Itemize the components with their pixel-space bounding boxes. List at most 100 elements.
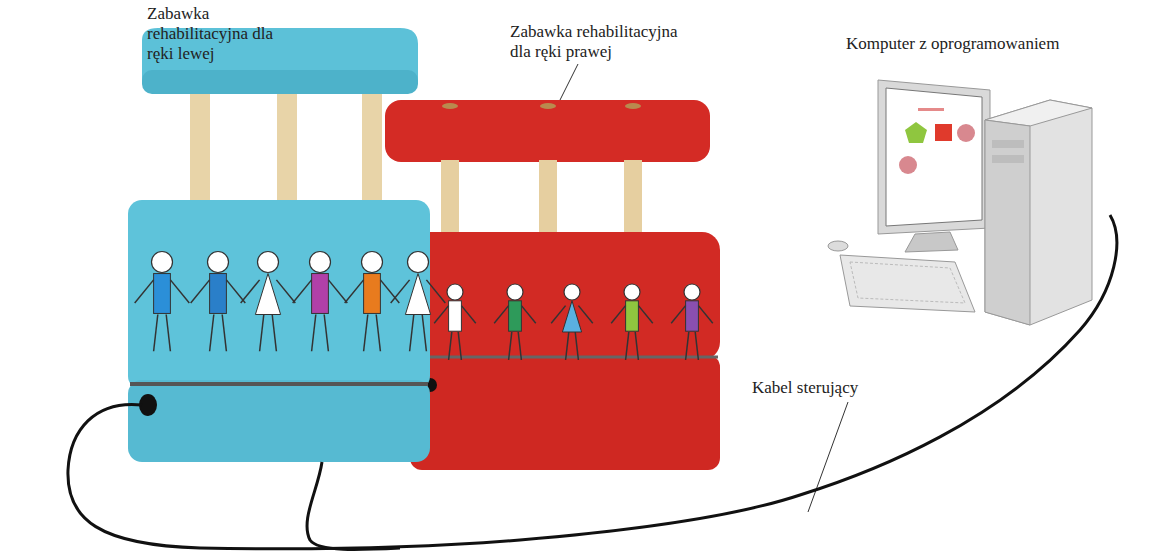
drive-bay xyxy=(992,155,1024,163)
child-leg xyxy=(509,332,512,360)
pc-tower-front xyxy=(985,120,1030,325)
child-head xyxy=(507,284,523,300)
screen-circle xyxy=(899,156,917,174)
screen-heading xyxy=(918,108,944,111)
child-arm xyxy=(226,280,245,303)
callout-label: Komputer z oprogramowaniem xyxy=(846,34,1151,54)
child-leg xyxy=(518,332,521,360)
child-leg xyxy=(324,315,328,352)
child-head xyxy=(684,284,700,300)
callout-label: Kabel sterujący xyxy=(752,378,892,398)
computer xyxy=(828,80,1092,325)
peg xyxy=(190,88,210,213)
child-head xyxy=(362,252,383,273)
child-leg xyxy=(260,315,264,352)
child-head xyxy=(152,252,173,273)
toy-base xyxy=(410,355,720,470)
leader-line xyxy=(808,402,848,512)
child-arm xyxy=(191,280,210,303)
child-leg xyxy=(635,332,638,360)
child-head xyxy=(624,284,640,300)
child-leg xyxy=(210,315,214,352)
drive-bay xyxy=(992,140,1024,148)
child-head xyxy=(258,252,279,273)
children-figures xyxy=(135,252,446,352)
screen-circle xyxy=(957,124,975,142)
monitor-stand xyxy=(905,232,958,252)
peg xyxy=(362,88,382,213)
toy-top-shade xyxy=(142,70,418,94)
peg-end xyxy=(625,103,641,109)
monitor-frame xyxy=(878,80,990,234)
toy-seam xyxy=(130,382,428,386)
children-figures xyxy=(434,284,713,360)
child-leg xyxy=(566,332,569,360)
child-body xyxy=(686,301,699,331)
child-arm xyxy=(380,280,399,303)
child-body xyxy=(154,274,171,314)
child-arm xyxy=(170,280,189,303)
child-head xyxy=(208,252,229,273)
child-arm xyxy=(551,306,565,324)
keyboard-keys xyxy=(850,262,965,303)
child-arm xyxy=(391,280,410,303)
child-leg xyxy=(312,315,316,352)
callout-label: Zabawka rehabilitacyjna dla ręki prawej xyxy=(510,22,690,62)
toy-body xyxy=(128,200,430,390)
child-arm xyxy=(521,306,535,324)
monitor-screen xyxy=(886,88,982,226)
child-leg xyxy=(154,315,158,352)
child-leg xyxy=(422,315,426,352)
child-leg xyxy=(575,332,578,360)
child-leg xyxy=(458,332,461,360)
child-arm xyxy=(611,306,625,324)
screen-pentagon xyxy=(905,122,927,143)
child-head xyxy=(310,252,331,273)
keyboard xyxy=(840,255,975,312)
child-leg xyxy=(686,332,689,360)
child-arm xyxy=(328,280,347,303)
child-arm xyxy=(135,280,154,303)
child-head xyxy=(564,284,580,300)
child-arm xyxy=(698,306,712,324)
screen-square xyxy=(935,124,952,141)
child-leg xyxy=(626,332,629,360)
child-arm xyxy=(241,280,260,303)
child-leg xyxy=(272,315,276,352)
left-hand-toy xyxy=(128,28,445,462)
peg-end xyxy=(442,103,458,109)
child-head xyxy=(447,284,463,300)
child-arm xyxy=(345,280,364,303)
pc-tower xyxy=(985,100,1092,325)
toy-body xyxy=(405,232,720,360)
peg-end xyxy=(540,103,556,109)
child-arm xyxy=(434,306,448,324)
child-body xyxy=(509,301,522,331)
child-body xyxy=(449,301,462,331)
toy-seam xyxy=(412,356,718,359)
child-arm xyxy=(494,306,508,324)
callout-label: Zabawka rehabilitacyjna dla ręki lewej xyxy=(147,4,297,64)
child-body xyxy=(210,274,227,314)
child-body xyxy=(364,274,381,314)
toy-top-bar xyxy=(385,100,710,162)
child-leg xyxy=(695,332,698,360)
child-arm xyxy=(671,306,685,324)
child-arm xyxy=(461,306,475,324)
child-arm xyxy=(638,306,652,324)
child-arm xyxy=(293,280,312,303)
child-leg xyxy=(166,315,170,352)
control-cable xyxy=(68,215,1117,549)
peg xyxy=(277,88,297,213)
child-arm xyxy=(276,280,295,303)
child-head xyxy=(408,252,429,273)
child-arm xyxy=(426,280,445,303)
child-arm xyxy=(578,306,592,324)
child-leg xyxy=(376,315,380,352)
child-leg xyxy=(449,332,452,360)
mouse xyxy=(828,241,848,251)
child-leg xyxy=(410,315,414,352)
child-leg xyxy=(364,315,368,352)
